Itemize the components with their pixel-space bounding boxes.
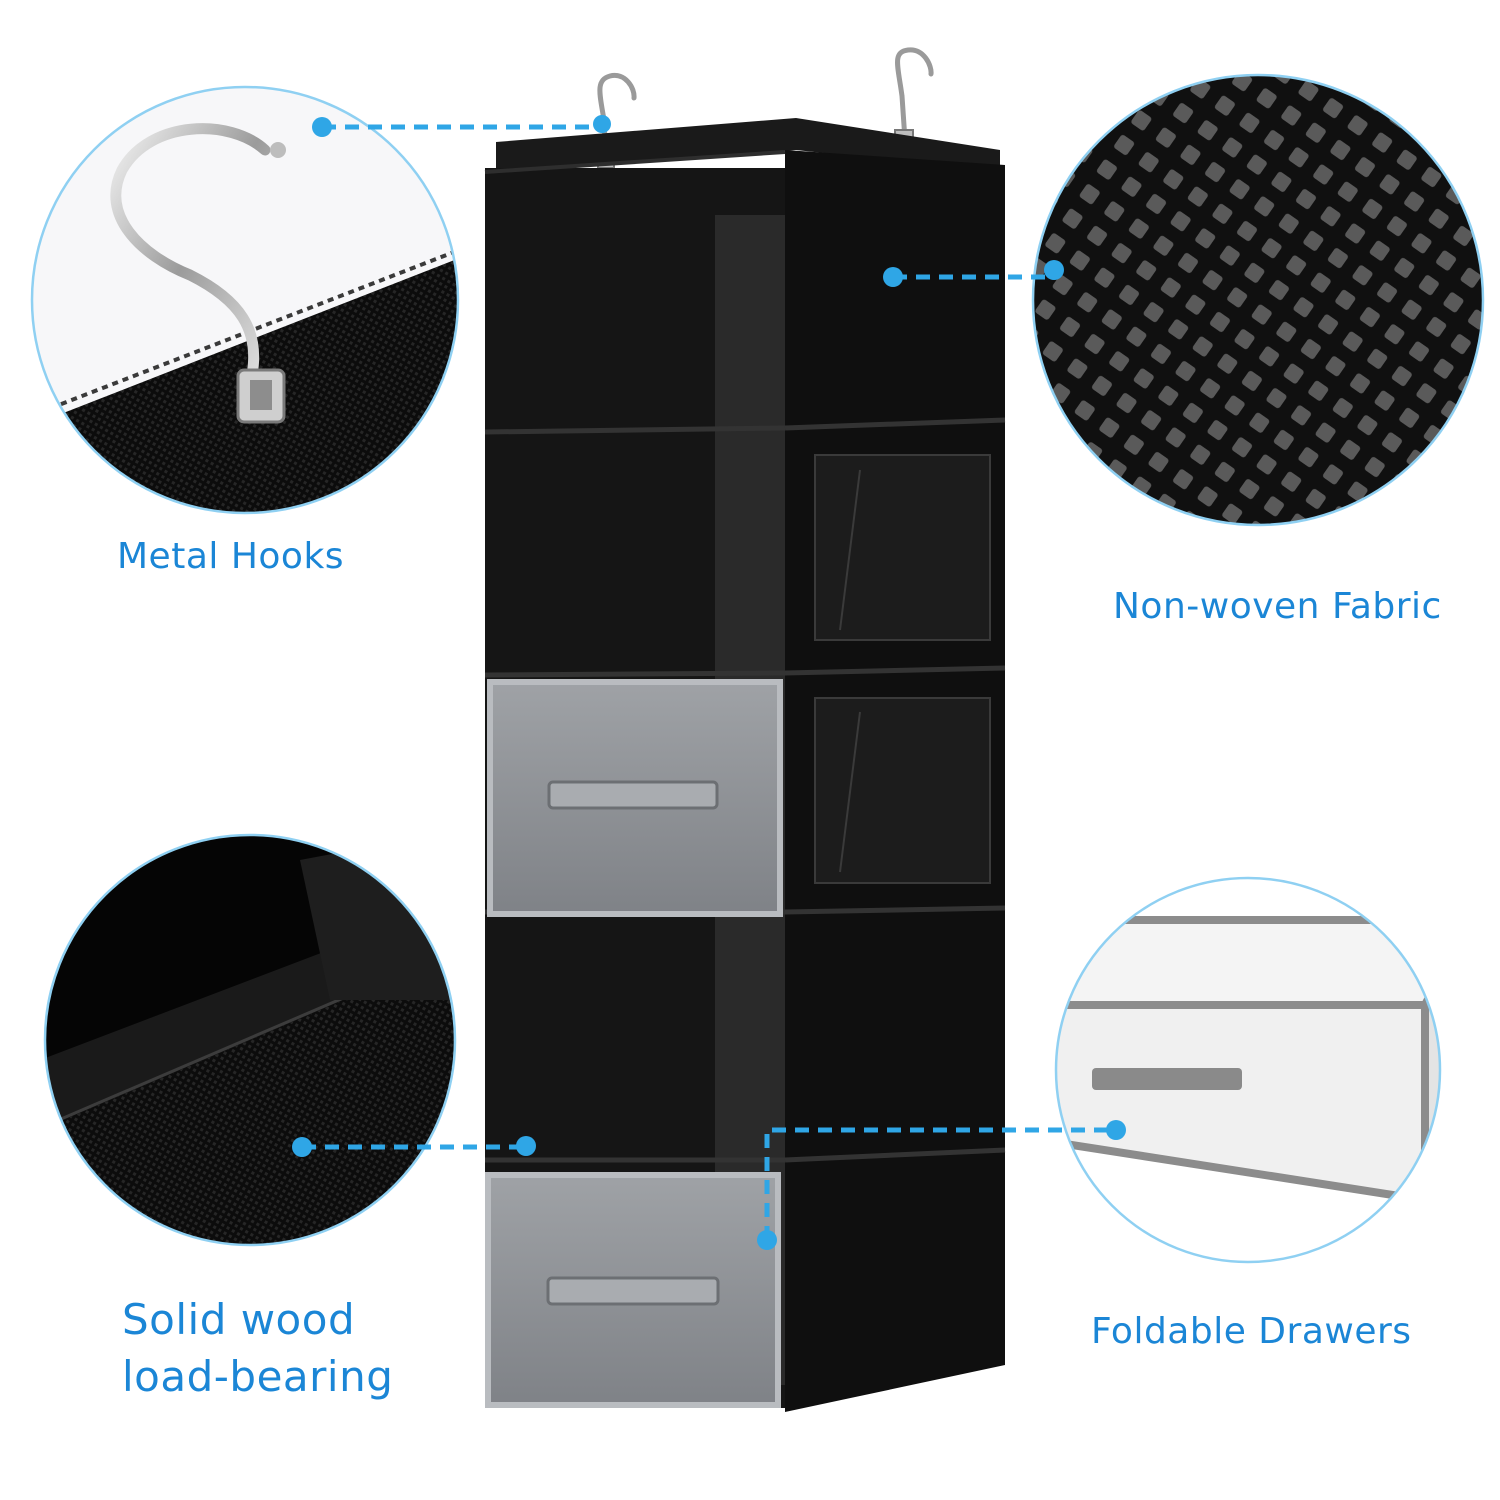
callout-lines [302,124,1116,1240]
foldable-drawers-label: Foldable Drawers [1091,1311,1412,1352]
callout-dots [292,115,1126,1250]
drawer-illustration-lower [485,1172,781,1408]
drawer-detail-circle [1054,876,1442,1264]
solid-wood-label: Solid wood load-bearing [122,1295,394,1401]
non-woven-fabric-label: Non-woven Fabric [1113,586,1442,627]
hanging-organizer [484,47,1006,1412]
wood-detail-circle [43,833,457,1247]
fabric-detail-circle [1031,73,1485,527]
drawer-illustration [487,679,783,917]
metal-hooks-label: Metal Hooks [117,536,345,577]
hook-detail-circle [30,85,460,515]
